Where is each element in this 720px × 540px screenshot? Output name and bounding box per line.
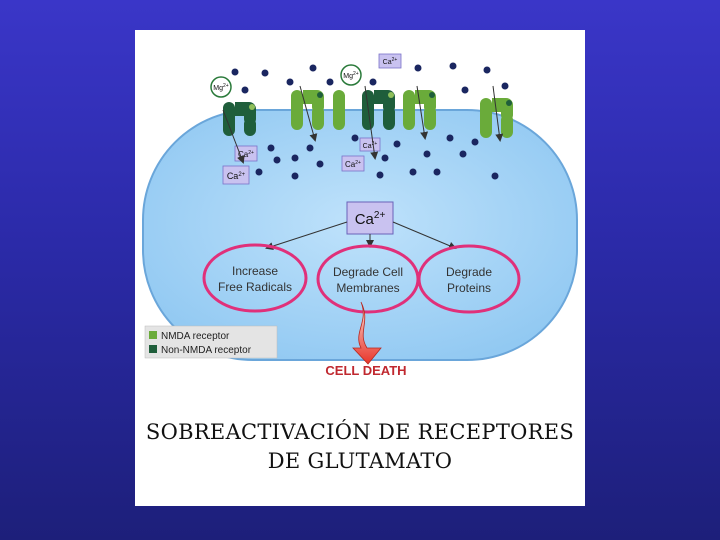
mg-ion-right: Mg2+ <box>340 64 362 86</box>
mg-ion-right-label: Mg <box>343 73 353 80</box>
mg-ion-left-label: Mg <box>213 85 223 92</box>
ca-box-mid-2: Ca2+ <box>341 155 365 172</box>
svg-text:Ca2+: Ca2+ <box>345 160 361 169</box>
legend-swatch-nmda <box>149 331 157 339</box>
ca-box-left-1-sup: 2+ <box>248 150 254 156</box>
mg-ion-right-sup: 2+ <box>353 71 359 77</box>
legend-swatch-non-nmda <box>149 345 157 353</box>
cell-death-arrow <box>352 301 382 365</box>
effect-cell-membranes-line1: Degrade Cell <box>333 265 403 279</box>
ion-dots <box>231 62 509 180</box>
effect-free-radicals-line1: Increase <box>232 264 278 278</box>
nmda-receptor-1 <box>291 90 324 130</box>
glutamate-diagram: Mg2+ Mg2+ Ca2+ Ca2+ Ca2+ <box>142 53 578 378</box>
ca-box-mid-1: Ca2+ <box>359 137 381 152</box>
svg-text:Mg2+: Mg2+ <box>213 83 229 92</box>
branch-arrows <box>265 221 457 250</box>
svg-text:Mg2+: Mg2+ <box>343 71 359 80</box>
ca-box-left-1-label: Ca <box>238 150 249 159</box>
ca-box-left-2-sup: 2+ <box>238 172 245 178</box>
slide-caption: SOBREACTIVACIÓN DE RECEPTORES DE GLUTAMA… <box>135 418 585 476</box>
non-nmda-receptor-2 <box>362 90 395 130</box>
central-ca-label: Ca <box>355 211 375 228</box>
ca-box-top-sup: 2+ <box>392 57 398 63</box>
ca-box-mid-1-sup: 2+ <box>372 141 378 147</box>
central-ca-box: Ca2+ <box>346 201 394 235</box>
svg-text:Ca2+: Ca2+ <box>355 210 386 228</box>
effect-free-radicals-line2: Free Radicals <box>218 280 292 294</box>
caption-line-2: DE GLUTAMATO <box>267 449 453 473</box>
ca-box-left-1: Ca2+ <box>234 145 258 162</box>
svg-text:Ca2+: Ca2+ <box>383 57 398 66</box>
nmda-receptor-4 <box>480 98 513 138</box>
nmda-receptor-3 <box>403 90 436 130</box>
ca-box-top: Ca2+ <box>378 53 402 69</box>
ca-box-mid-1-label: Ca <box>363 143 372 150</box>
svg-text:Ca2+: Ca2+ <box>238 150 254 159</box>
ca-box-top-label: Ca <box>383 59 392 66</box>
caption-line-1: SOBREACTIVACIÓN DE RECEPTORES <box>145 420 575 444</box>
cell-death-label: CELL DEATH <box>325 363 406 378</box>
effect-proteins-line2: Proteins <box>447 281 491 295</box>
non-nmda-receptor-1 <box>223 102 256 136</box>
legend: NMDA receptor Non-NMDA receptor <box>144 325 278 359</box>
slide-panel: Mg2+ Mg2+ Ca2+ Ca2+ Ca2+ <box>135 30 585 506</box>
ca-box-left-2-label: Ca <box>227 171 239 181</box>
svg-text:Ca2+: Ca2+ <box>363 141 378 150</box>
effect-cell-membranes-line2: Membranes <box>336 281 399 295</box>
svg-text:Ca2+: Ca2+ <box>227 171 246 181</box>
effect-proteins-line1: Degrade <box>446 265 492 279</box>
ca-box-mid-2-label: Ca <box>345 160 356 169</box>
legend-non-nmda-label: Non-NMDA receptor <box>161 345 252 356</box>
influx-arrows <box>222 85 504 164</box>
mg-ion-left-sup: 2+ <box>223 83 229 89</box>
central-ca-sup: 2+ <box>374 210 386 221</box>
ca-box-mid-2-sup: 2+ <box>355 160 361 166</box>
mg-ion-left: Mg2+ <box>210 76 232 98</box>
effect-proteins: Degrade Proteins <box>417 244 521 314</box>
legend-nmda-label: NMDA receptor <box>161 331 230 342</box>
nmda-receptor-2 <box>333 90 345 130</box>
effect-free-radicals: Increase Free Radicals <box>202 243 308 313</box>
cell-body <box>142 109 578 361</box>
ca-box-left-2: Ca2+ <box>222 165 250 185</box>
